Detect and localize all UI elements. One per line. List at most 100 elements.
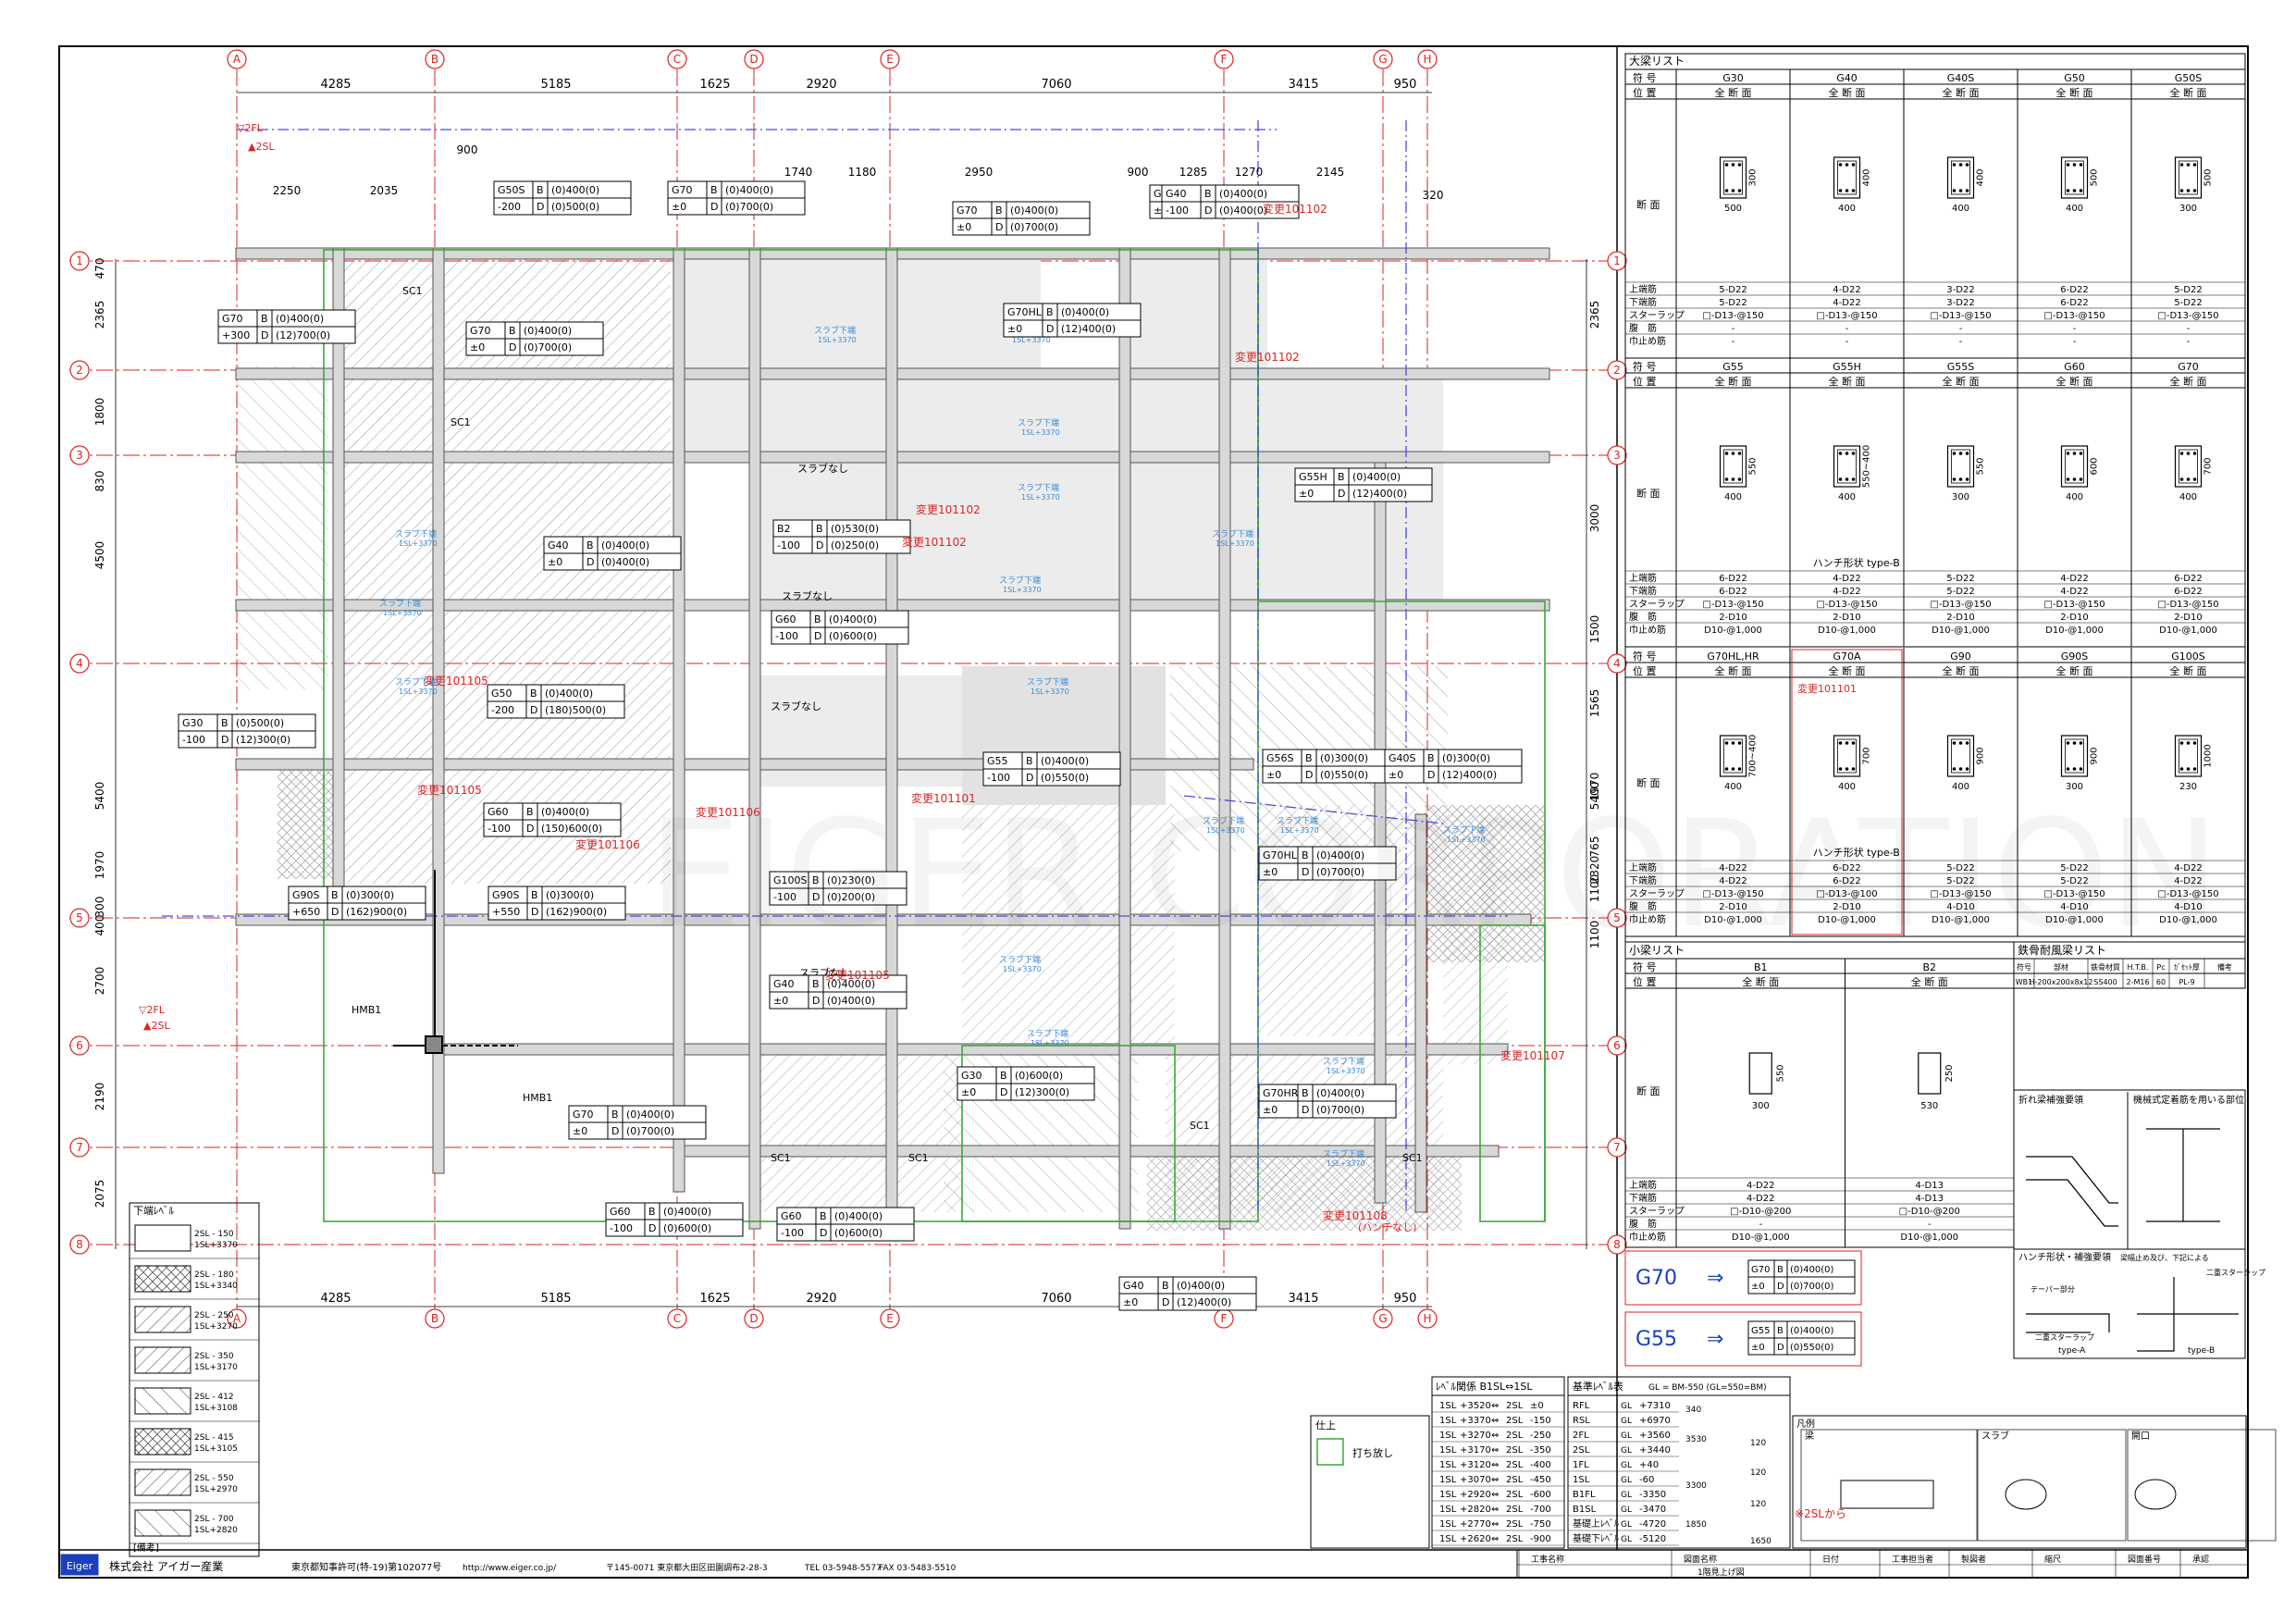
slab-note: スラブ下端: [395, 676, 437, 688]
slab-note: スラブ下端: [379, 598, 421, 609]
rebar-dot: [1958, 767, 1963, 771]
grid-bubble: [1607, 251, 1627, 271]
girder-symbol: G70A: [1833, 650, 1861, 663]
slab-note-level: 1SL+3370: [1031, 1039, 1069, 1047]
section-depth: 500: [2090, 168, 2100, 186]
slab-note-level: 1SL+3370: [1216, 539, 1254, 548]
beam-tag-symbol: G70: [1751, 1265, 1770, 1275]
dim-top: 2920: [806, 78, 836, 92]
beam-tag-type: B: [648, 1206, 656, 1218]
rebar-dot: [1737, 741, 1742, 745]
girder-value: D10-@1,000: [2159, 915, 2217, 925]
haunch-note: (ハンチなし): [1358, 1221, 1417, 1233]
beam-tag-symbol: G60: [488, 806, 509, 818]
beam-tag-type: B: [814, 613, 821, 626]
small-beam-title: 小梁リスト: [1629, 943, 1685, 957]
girder-change-mark: 変更101101: [1797, 682, 1857, 695]
girder-symbol: G30: [1722, 72, 1744, 84]
base-level-name: 1SL: [1573, 1475, 1590, 1485]
slab-note: スラブ下端: [1323, 1148, 1364, 1159]
beam-tag: G40S±0BD(0)300(0)(12)400(0): [1384, 749, 1523, 784]
beam-tag-type: B: [812, 978, 820, 990]
base-level-value: +7310: [1639, 1401, 1671, 1411]
beam-tag-width: (0)400(0): [1790, 1265, 1834, 1275]
girder-head-section: 断 面: [1636, 487, 1660, 500]
company-fax: FAX 03-5483-5510: [879, 1564, 957, 1573]
dim-bottom: 2920: [806, 1292, 836, 1306]
section-width: 300: [1752, 1101, 1770, 1111]
girder-value: 5-D22: [1719, 298, 1747, 308]
beam-tag: G40±0BD(0)400(0)(12)400(0): [1118, 1276, 1257, 1311]
rebar-dot: [1851, 163, 1856, 167]
slab-edge: [961, 1045, 1176, 1222]
dim-left: 300: [93, 897, 106, 918]
beam-tag-type: D: [1000, 1086, 1007, 1098]
girder-value: 6-D22: [2060, 285, 2088, 295]
girder-value: 5-D22: [1719, 285, 1747, 295]
change-cloud: [1791, 649, 1903, 935]
rebar-dot: [2192, 741, 2197, 745]
level-relation-cell: +3120: [1460, 1460, 1491, 1470]
dim-right: 2365: [1588, 301, 1601, 329]
company-logo-text: Eiger: [67, 1560, 93, 1572]
small-beam-symbol: B1: [1754, 961, 1768, 973]
beam-tag-width: (0)230(0): [827, 874, 875, 886]
no-slab-label: スラブなし: [771, 700, 821, 712]
grid-column-label: A: [233, 1312, 241, 1325]
girder-value: □-D13-@150: [1702, 311, 1763, 321]
beam-tag-type: B: [331, 889, 339, 901]
beam-tag-type: B: [509, 325, 516, 337]
rebar-dot: [1731, 163, 1735, 167]
girder-position: 全 断 面: [1829, 664, 1866, 677]
girder-value: □-D13-@150: [1702, 889, 1763, 899]
girder-value: □-D13-@100: [1816, 889, 1877, 899]
dim-bottom: 950: [1394, 1292, 1417, 1306]
wind-beam: [393, 870, 518, 1054]
grid-bubble: [880, 49, 900, 69]
grid-bubble: [69, 1137, 90, 1158]
steel-value: WB1: [2016, 978, 2033, 986]
title-head: 工事名称: [1531, 1554, 1564, 1565]
beam-tag-width: (0)400(0): [545, 688, 593, 700]
rebar-dot: [2186, 189, 2191, 192]
beam-tag: G55H±0BD(0)400(0)(12)400(0): [1294, 467, 1433, 502]
beam-tag-type: D: [1427, 769, 1435, 781]
grid-column-label: C: [673, 1312, 681, 1325]
level-relation-cell: ±0: [1530, 1401, 1544, 1411]
girder-symbol: G70HL,HR: [1707, 650, 1759, 663]
beam-tag-type: B: [1427, 752, 1435, 764]
section-width: 400: [1838, 492, 1856, 502]
bent-beam-sketch: [2026, 1156, 2118, 1204]
legend-swatch: [134, 1265, 191, 1293]
grid-bubble: [1214, 49, 1234, 69]
beam-tag-width: (0)400(0): [1010, 204, 1058, 217]
slab-note: スラブ下端: [999, 954, 1041, 965]
detail-label: 二重スターラップ: [2035, 1332, 2094, 1342]
grid-column-label: G: [1378, 53, 1387, 66]
detail-label: 二重スターラップ: [2206, 1268, 2265, 1277]
rebar-dot: [1965, 741, 1969, 745]
change-mark: 変更101101: [911, 791, 976, 805]
grid-row-label: 5: [76, 911, 83, 924]
beam-tag-offset: -100: [182, 734, 205, 746]
beam-tag-type: D: [509, 341, 516, 353]
base-level-frame: [1567, 1376, 1791, 1549]
beam-tag: G56S±0BD(0)300(0)(0)550(0): [1262, 749, 1401, 784]
level-relation-arrow: ⇔: [1491, 1445, 1499, 1456]
section-stirrup: [1837, 449, 1857, 484]
girder-value: -: [2187, 337, 2191, 347]
section-width: 400: [2066, 492, 2083, 502]
beam-tag-width: (0)400(0): [1790, 1326, 1834, 1336]
rebar-dot: [1965, 767, 1969, 771]
beam-tag-type: D: [1777, 1343, 1784, 1353]
base-level-value: -4720: [1639, 1519, 1666, 1530]
beam-tag-offset: +650: [292, 906, 320, 918]
dim-bottom: 7060: [1041, 1292, 1071, 1306]
grid-row-label: 3: [1613, 449, 1621, 462]
beam-tag-offset: -100: [781, 1227, 804, 1239]
